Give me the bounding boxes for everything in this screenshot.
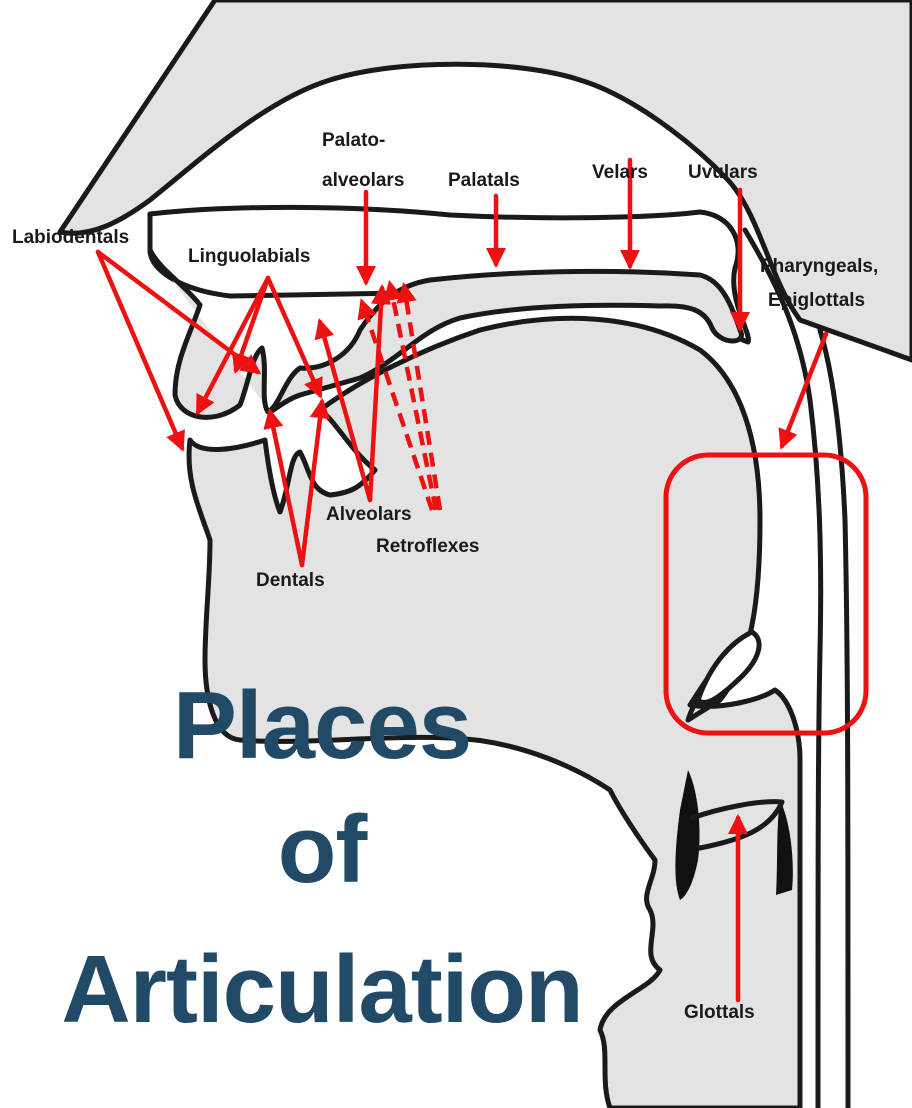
label-pharyngeals-2: Epiglottals xyxy=(768,290,865,311)
label-dentals: Dentals xyxy=(256,570,325,591)
title-line-1: Places xyxy=(173,672,471,779)
label-linguolabials: Linguolabials xyxy=(188,246,310,267)
label-glottals: Glottals xyxy=(684,1002,755,1023)
arrow-pharyngeals xyxy=(782,334,826,446)
label-retroflexes: Retroflexes xyxy=(376,536,480,557)
label-velars: Velars xyxy=(592,162,648,183)
label-palato-alveolars-1: Palato- xyxy=(322,130,385,151)
label-uvulars: Uvulars xyxy=(688,162,758,183)
pharynx-right-line xyxy=(820,330,848,1108)
label-labiodentals: Labiodentals xyxy=(12,227,129,248)
title-line-2: of xyxy=(278,796,369,903)
label-palato-alveolars-2: alveolars xyxy=(322,170,404,191)
label-pharyngeals-1: Pharyngeals, xyxy=(760,256,878,277)
label-palatals: Palatals xyxy=(448,170,520,191)
title-line-3: Articulation xyxy=(61,936,582,1043)
label-alveolars: Alveolars xyxy=(326,504,412,525)
